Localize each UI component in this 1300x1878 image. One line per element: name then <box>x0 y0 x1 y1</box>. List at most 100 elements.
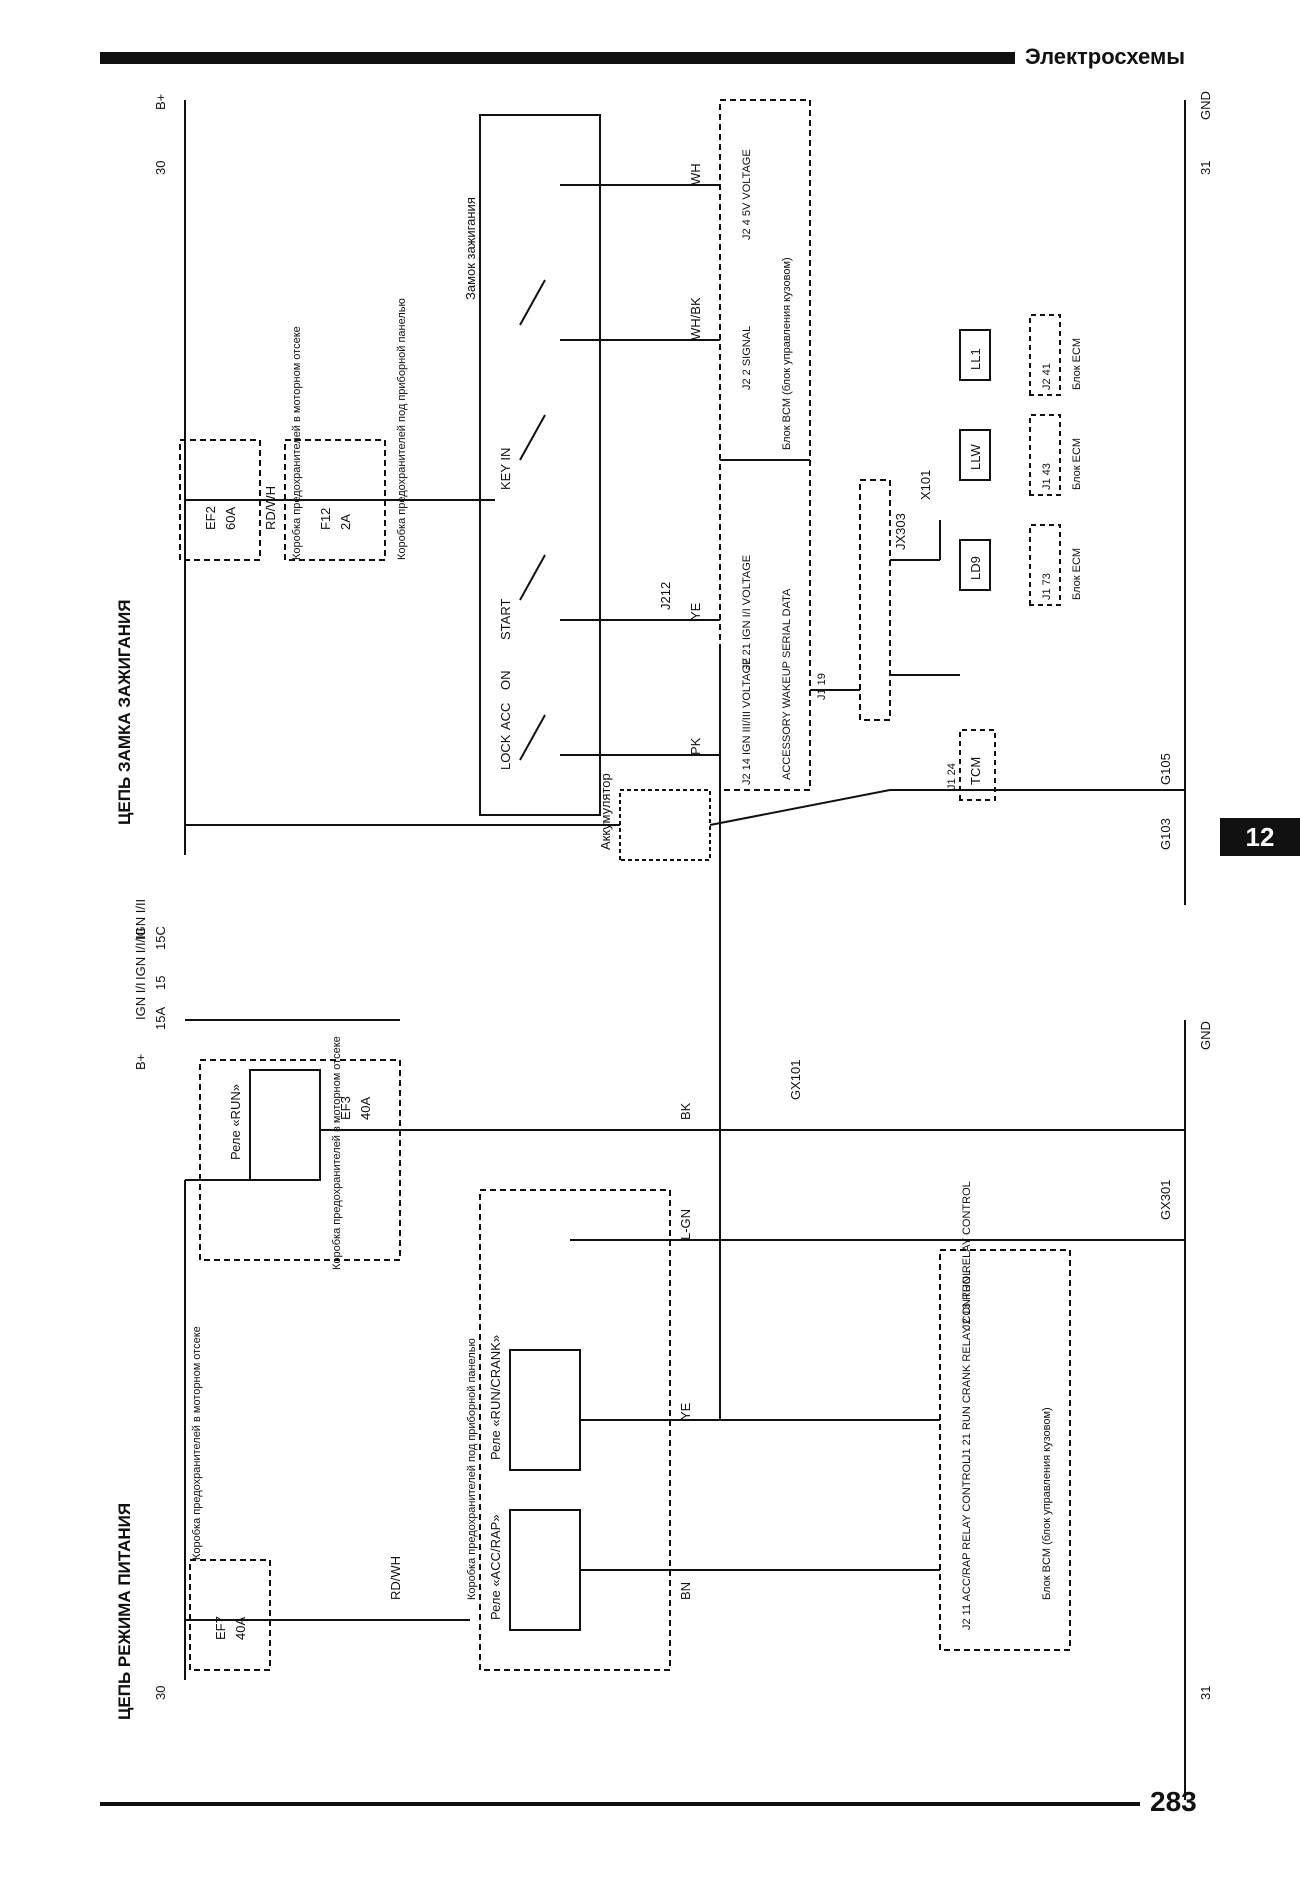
ecm-box-1 <box>959 539 991 591</box>
wire-ye: YE <box>688 602 703 620</box>
bottom-ign3: IGN I/II <box>133 899 148 940</box>
ecm-1: Блок ECM <box>1071 548 1083 600</box>
gx301: GX301 <box>1158 1180 1173 1220</box>
top-gnd: GND <box>1198 91 1213 120</box>
bottom-ign2: IGN I/I/III <box>133 928 148 980</box>
ecm-box-2 <box>959 429 991 481</box>
ld9: LD9 <box>968 556 983 580</box>
wire-wh: WH <box>688 163 703 185</box>
top-title: ЦЕПЬ ЗАМКА ЗАЖИГАНИЯ <box>115 600 134 825</box>
relay-run-label: Реле «RUN» <box>228 1084 243 1160</box>
bottom-fusebox-engine-1: Коробка предохранителей в моторном отсек… <box>191 1326 203 1560</box>
footer-rule <box>100 1802 1140 1806</box>
section-title: Электросхемы <box>1025 44 1186 69</box>
bottom-title: ЦЕПЬ РЕЖИМА ПИТАНИЯ <box>115 1503 134 1720</box>
bottom-term15: 15 <box>153 976 168 990</box>
tcm-pin: J1 24 <box>946 763 958 790</box>
bottom-term15c: 15C <box>153 926 168 950</box>
g105: G105 <box>1158 753 1173 785</box>
bcm-j1-19: J1 19 <box>816 673 828 700</box>
bcm-5v: J2 4 5V VOLTAGE <box>741 149 753 240</box>
ecm-2: Блок ECM <box>1071 438 1083 490</box>
bcm-signal: J2 2 SIGNAL <box>741 326 753 390</box>
bottom-gnd: GND <box>1198 1021 1213 1050</box>
pos-acc: ACC <box>498 703 513 730</box>
jx303: JX303 <box>893 513 908 550</box>
chapter-tab: 12 <box>1220 818 1300 856</box>
bcm-crank: J1 21 RUN CRANK RELAY CONTROL <box>961 1270 973 1460</box>
wire-whbk: WH/BK <box>688 297 703 340</box>
relay-run <box>249 1069 321 1181</box>
wire-rdwh: RD/WH <box>263 486 278 530</box>
bcm-run: J2 13 RUN RELAY CONTROL <box>961 1181 973 1330</box>
top-bplus: B+ <box>153 94 168 110</box>
top-bcm-name: Блок BCM (блок управления кузовом) <box>781 257 793 450</box>
top-term30: 30 <box>153 161 168 175</box>
bottom-term30: 30 <box>153 1686 168 1700</box>
battery-label: Аккумулятор <box>598 773 613 850</box>
fuse-ef3-value: 40A <box>358 1097 373 1120</box>
x101: X101 <box>918 470 933 500</box>
fuse-ef2: EF2 <box>203 506 218 530</box>
ecm-3: Блок ECM <box>1071 338 1083 390</box>
wire-pk: PK <box>688 737 703 755</box>
wire-bottom-rdwh: RD/WH <box>388 1556 403 1600</box>
tcm-box <box>959 729 996 801</box>
llw: LLW <box>968 444 983 470</box>
bottom-ign1: IGN I/I <box>133 982 148 1020</box>
header-rule <box>100 52 1015 64</box>
top-bcm-box <box>719 459 811 791</box>
splice-j212: J212 <box>658 582 673 610</box>
relay-runcrank <box>509 1349 581 1471</box>
ignition-switch-box <box>479 114 601 816</box>
relay-accrap-label: Реле «ACC/RAP» <box>488 1514 503 1620</box>
bcm-ign3: J2 14 IGN III/III VOLTAGE <box>741 658 753 785</box>
bcm-accrap: J2 11 ACC/RAP RELAY CONTROL <box>961 1458 973 1630</box>
fuse-ef7-value: 40A <box>233 1617 248 1640</box>
bottom-bplus: B+ <box>133 1054 148 1070</box>
j1-43: J1 43 <box>1041 463 1053 490</box>
pos-lock: LOCK <box>498 734 513 770</box>
j2-41: J2 41 <box>1041 363 1053 390</box>
top-fusebox-panel: Коробка предохранителей под приборной па… <box>396 298 408 560</box>
ign-switch-label: Замок зажигания <box>463 197 478 300</box>
panel-fusebox <box>479 1189 671 1671</box>
bottom-bcm-box <box>939 1249 1071 1651</box>
fuse-ef7: EF7 <box>213 1616 228 1640</box>
fusebox-run <box>199 1059 401 1261</box>
page-number: 283 <box>1150 1786 1197 1817</box>
bottom-bcm-name: Блок BCM (блок управления кузовом) <box>1041 1407 1053 1600</box>
fusebox-ef7 <box>189 1559 271 1671</box>
g103: G103 <box>1158 818 1173 850</box>
relay-accrap <box>509 1509 581 1631</box>
bottom-fusebox-panel: Коробка предохранителей под приборной па… <box>466 1338 478 1600</box>
fuse-f12: F12 <box>318 508 333 530</box>
j1-73: J1 73 <box>1041 573 1053 600</box>
fuse-ef2-value: 60A <box>223 507 238 530</box>
wire-bottom-bk: BK <box>678 1102 693 1120</box>
top-term31: 31 <box>1198 161 1213 175</box>
bcm-acc: ACCESSORY WAKEUP SERIAL DATA <box>781 588 793 780</box>
fuse-ef3: EF3 <box>338 1096 353 1120</box>
fuse-f12-value: 2A <box>338 514 353 530</box>
top-fusebox-engine: Коробка предохранителей в моторном отсек… <box>291 326 303 560</box>
fusebox-ef2 <box>179 439 261 561</box>
ecm-box-3 <box>959 329 991 381</box>
bottom-term15a: 15A <box>153 1007 168 1030</box>
pos-on: ON <box>498 671 513 691</box>
battery <box>619 789 711 861</box>
ll1: LL1 <box>968 348 983 370</box>
wire-bottom-ye: YE <box>678 1402 693 1420</box>
wire-bottom-bn: BN <box>678 1582 693 1600</box>
bottom-term31: 31 <box>1198 1686 1213 1700</box>
jx303-box <box>859 479 891 721</box>
pos-start: START <box>498 599 513 640</box>
relay-runcrank-label: Реле «RUN/CRANK» <box>488 1335 503 1460</box>
fusebox-f12 <box>284 439 386 561</box>
gx101: GX101 <box>788 1060 803 1100</box>
wire-bottom-lgn: L-GN <box>678 1209 693 1240</box>
key-in: KEY IN <box>498 448 513 490</box>
bottom-fusebox-engine-2: Коробка предохранителей в моторном отсек… <box>331 1036 343 1270</box>
bcm-ign1: J2 21 IGN I/I VOLTAGE <box>741 555 753 670</box>
